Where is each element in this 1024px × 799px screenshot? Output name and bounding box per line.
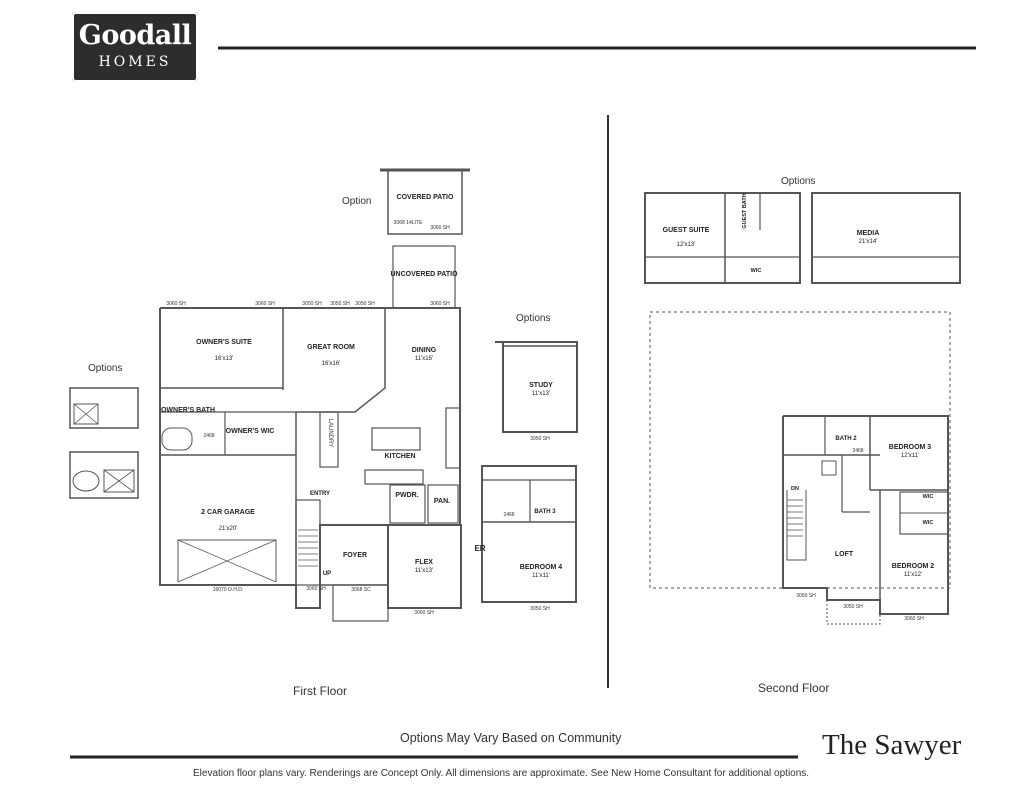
- second-floor-plan: [644, 192, 961, 625]
- second-floor-caption: Second Floor: [758, 681, 830, 695]
- room-garage: 2 CAR GARAGE: [201, 509, 255, 516]
- door-note-front: 3068 SC: [351, 587, 371, 593]
- second-floor-labels: GUEST SUITE 12'x13' GUEST BATH WIC MEDIA…: [663, 193, 935, 578]
- room-pan: PAN.: [434, 498, 450, 505]
- plan-name: The Sawyer: [822, 729, 962, 761]
- room-bedroom2-dim: 11'x12': [904, 572, 922, 578]
- study-option-label: Options: [516, 313, 551, 324]
- room-study: STUDY: [529, 382, 553, 389]
- guest-suite-option: [644, 192, 801, 284]
- window-note-6: 3060 SH: [430, 301, 450, 307]
- window-note-foyer: 3060 SH: [306, 586, 326, 592]
- first-floor-plan: [69, 168, 578, 622]
- door-note-bath2: 2468: [852, 448, 863, 454]
- room-pwdr: PWDR.: [395, 492, 418, 499]
- room-media-dim: 21'x14': [859, 239, 878, 245]
- room-great-room: GREAT ROOM: [307, 344, 355, 351]
- first-floor-notes: LAUNDRY 16070 O.H.D. 3060 SH 3060 SH 305…: [166, 220, 550, 616]
- room-bedroom2: BEDROOM 2: [892, 563, 935, 570]
- room-owners-wic: OWNER'S WIC: [226, 428, 275, 435]
- room-great-room-dim: 16'x16': [322, 361, 341, 367]
- main-outline: [159, 307, 461, 609]
- bath-option-b: [69, 451, 139, 499]
- door-note-bath3: 2468: [503, 512, 514, 518]
- room-guest-suite: GUEST SUITE: [663, 227, 710, 234]
- window-note-study: 3050 SH: [530, 436, 550, 442]
- first-floor-labels: COVERED PATIO UNCOVERED PATIO OWNER'S SU…: [161, 194, 562, 579]
- patio-option-label: Option: [342, 196, 372, 207]
- bath-option-a: [69, 387, 139, 429]
- window-note-patio: 3060 SH: [430, 225, 450, 231]
- second-floor-notes: 3050 SH 3050 SH 3060 SH 2468: [796, 448, 924, 622]
- room-bedroom4-dim: 11'x11': [532, 573, 550, 579]
- window-note-4: 3050 SH: [330, 301, 350, 307]
- window-note-bed2: 3060 SH: [904, 616, 924, 622]
- logo-wordmark: Goodall: [78, 20, 192, 51]
- room-foyer: FOYER: [343, 552, 367, 559]
- room-dining: DINING: [412, 347, 437, 354]
- door-note-patio: 3068 14LITE: [394, 220, 423, 226]
- logo-subline: HOMES: [98, 54, 172, 70]
- room-bedroom3-dim: 12'x11': [901, 453, 919, 459]
- room-wic-1: WIC: [923, 494, 934, 500]
- door-note-wic: 2468: [203, 433, 214, 439]
- stair-dn-label: DN: [791, 486, 799, 492]
- window-note-3: 3050 SH: [302, 301, 322, 307]
- porch-outline: [332, 584, 389, 622]
- room-loft: LOFT: [835, 551, 854, 558]
- room-flex-dim: 11'x13': [415, 568, 433, 574]
- room-flex: FLEX: [415, 559, 433, 566]
- window-note-5: 3050 SH: [355, 301, 375, 307]
- room-bath3: BATH 3: [534, 509, 556, 515]
- disclaimer: Elevation floor plans vary. Renderings a…: [193, 768, 810, 779]
- room-study-dim: 11'x13': [532, 391, 550, 397]
- laundry-label: LAUNDRY: [327, 419, 333, 448]
- room-covered-patio: COVERED PATIO: [397, 194, 454, 201]
- media-option: [811, 192, 961, 284]
- room-dining-dim: 11'x15': [415, 356, 433, 362]
- room-media: MEDIA: [857, 230, 880, 237]
- flex-outline: [387, 524, 462, 609]
- room-uncovered-patio: UNCOVERED PATIO: [390, 271, 458, 278]
- room-bedroom4: BEDROOM 4: [520, 564, 563, 571]
- room-bath2: BATH 2: [835, 436, 857, 442]
- room-er: ER: [474, 544, 485, 553]
- bath-option-label: Options: [88, 363, 123, 374]
- room-wic-2: WIC: [923, 520, 934, 526]
- second-floor-option-label: Options: [781, 176, 816, 187]
- room-owners-bath: OWNER'S BATH: [161, 407, 215, 414]
- room-wic-guest: WIC: [751, 268, 762, 274]
- room-bedroom3: BEDROOM 3: [889, 444, 932, 451]
- room-garage-dim: 21'x20': [219, 526, 238, 532]
- room-kitchen: KITCHEN: [384, 453, 415, 460]
- stair-up-label: UP: [323, 571, 331, 577]
- room-owners-suite: OWNER'S SUITE: [196, 339, 252, 346]
- window-note-loft: 3050 SH: [796, 593, 816, 599]
- window-note-1: 3060 SH: [166, 301, 186, 307]
- goodall-homes-logo: Goodall HOMES: [72, 12, 198, 82]
- first-floor-caption: First Floor: [293, 684, 347, 698]
- room-entry: ENTRY: [310, 491, 330, 497]
- window-note-2: 3060 SH: [255, 301, 275, 307]
- window-note-flex: 3060 SH: [414, 610, 434, 616]
- garage-door-note: 16070 O.H.D.: [213, 587, 244, 593]
- community-note: Options May Vary Based on Community: [400, 731, 622, 745]
- window-note-loft2: 3050 SH: [843, 604, 863, 610]
- bedroom4-option-outline: [481, 465, 577, 603]
- room-guest-suite-dim: 12'x13': [677, 242, 696, 248]
- room-guest-bath: GUEST BATH: [742, 193, 748, 228]
- window-note-bed4: 3050 SH: [530, 606, 550, 612]
- room-owners-suite-dim: 16'x13': [215, 356, 234, 362]
